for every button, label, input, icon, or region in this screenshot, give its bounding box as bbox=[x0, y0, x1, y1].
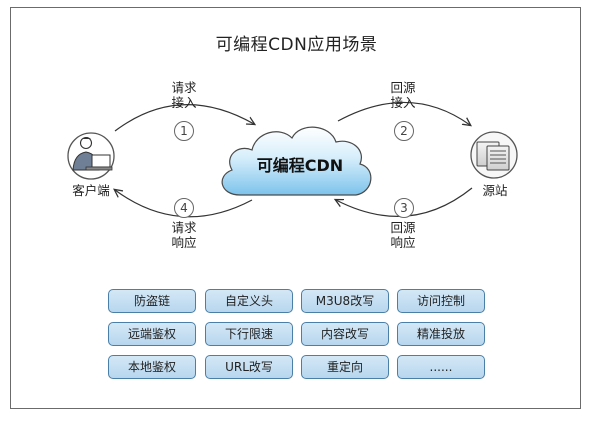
flow-1-number: 1 bbox=[174, 121, 194, 141]
feature-remote-auth: 远端鉴权 bbox=[108, 322, 196, 346]
origin-server-icon bbox=[470, 131, 518, 179]
arrow-request-in bbox=[114, 104, 254, 132]
cdn-cloud bbox=[221, 126, 372, 196]
feature-more: ...... bbox=[397, 355, 485, 379]
cdn-center-label: 可编程CDN bbox=[256, 156, 344, 175]
flow-3-label: 回源响应 bbox=[390, 220, 416, 250]
feature-custom-header: 自定义头 bbox=[205, 289, 293, 313]
feature-hotlink-protection: 防盗链 bbox=[108, 289, 196, 313]
flow-4-label: 请求响应 bbox=[171, 220, 197, 250]
feature-precise-delivery: 精准投放 bbox=[397, 322, 485, 346]
flow-2-label: 回源接入 bbox=[390, 80, 416, 110]
feature-redirect: 重定向 bbox=[301, 355, 389, 379]
feature-downlink-throttle: 下行限速 bbox=[205, 322, 293, 346]
flow-1-label: 请求接入 bbox=[171, 80, 197, 110]
client-icon bbox=[67, 132, 115, 180]
feature-content-rewrite: 内容改写 bbox=[301, 322, 389, 346]
origin-label: 源站 bbox=[482, 183, 508, 198]
feature-url-rewrite: URL改写 bbox=[205, 355, 293, 379]
feature-m3u8-rewrite: M3U8改写 bbox=[301, 289, 389, 313]
diagram-frame bbox=[10, 7, 581, 409]
feature-local-auth: 本地鉴权 bbox=[108, 355, 196, 379]
client-label: 客户端 bbox=[72, 183, 110, 198]
flow-2-number: 2 bbox=[394, 121, 414, 141]
arrow-origin-in bbox=[337, 101, 470, 125]
diagram-title: 可编程CDN应用场景 bbox=[215, 35, 378, 55]
flow-3-number: 3 bbox=[394, 198, 414, 218]
feature-access-control: 访问控制 bbox=[397, 289, 485, 313]
flow-4-number: 4 bbox=[174, 198, 194, 218]
